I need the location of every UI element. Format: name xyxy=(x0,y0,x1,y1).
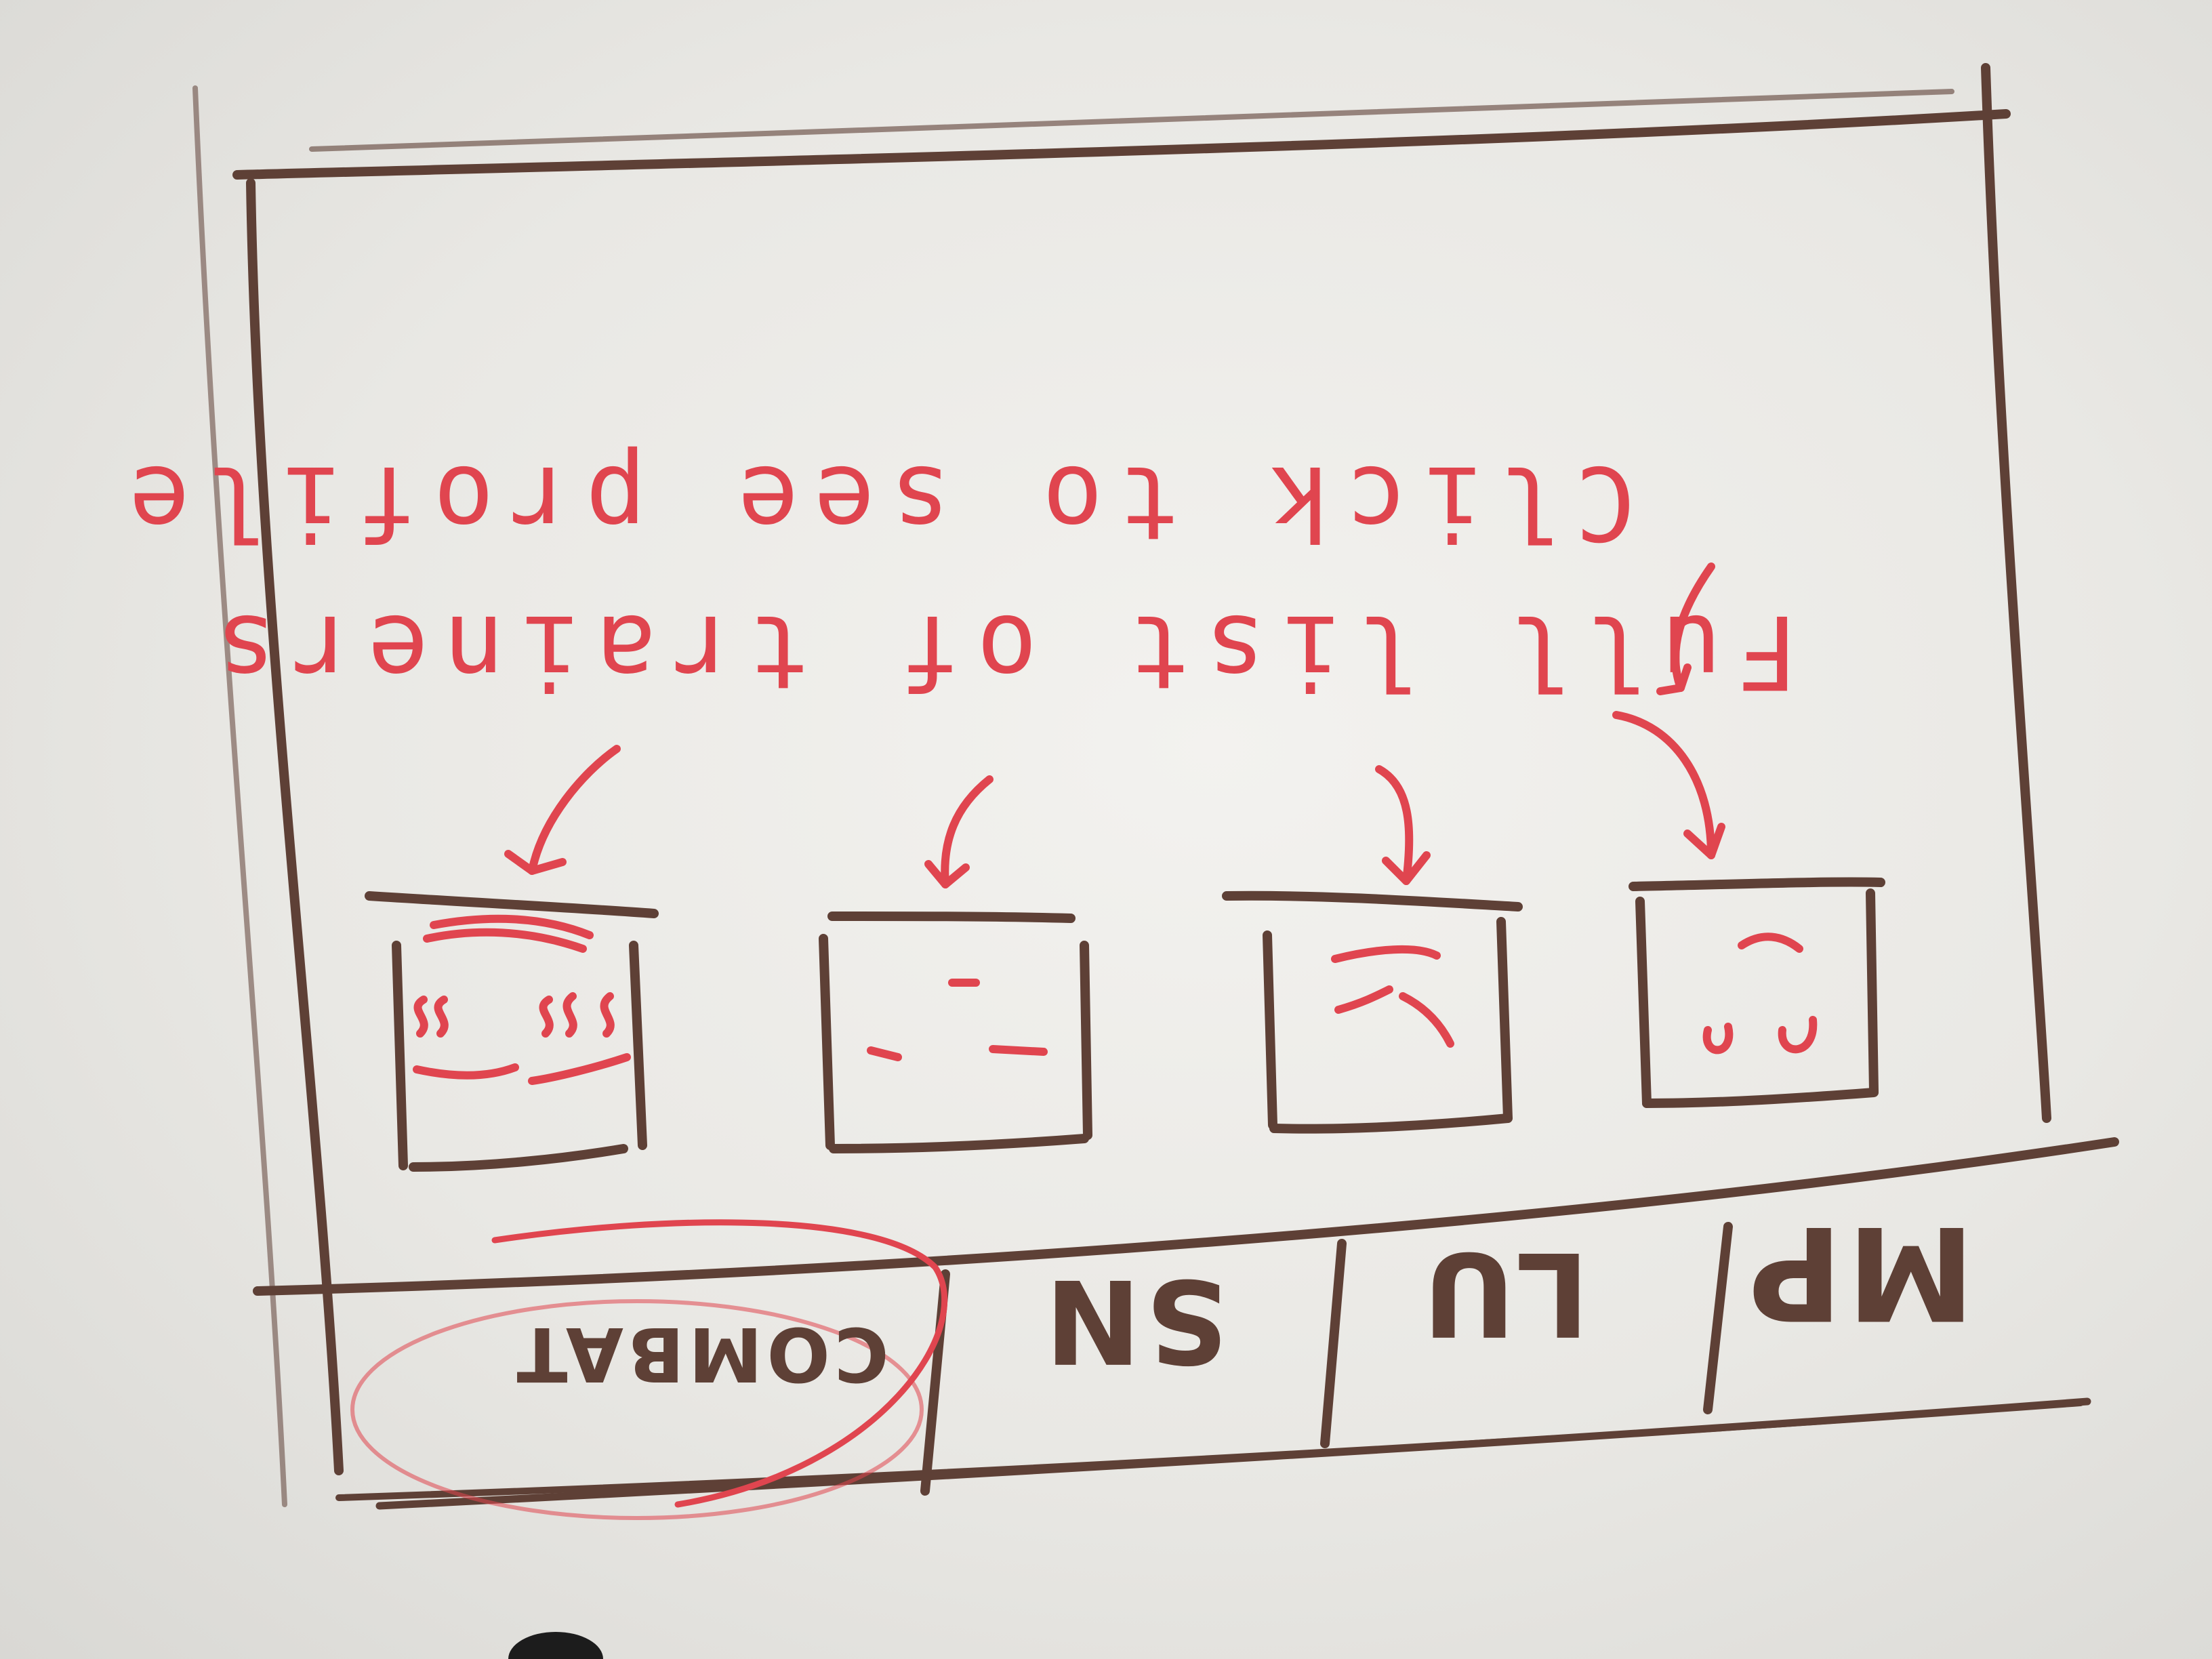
tab-lu[interactable]: LU xyxy=(1331,1226,1677,1360)
tab-mp-label: MP xyxy=(1744,1197,1975,1348)
tab-combat[interactable]: COMBAT xyxy=(464,1293,938,1415)
tab-divider-1 xyxy=(1703,1222,1733,1414)
annotation-line-2: Click to see profile xyxy=(113,443,1636,561)
face-drawing-2 xyxy=(1331,945,1454,1048)
trainer-card-1[interactable] xyxy=(1640,884,1877,1101)
tab-sn[interactable]: SN xyxy=(958,1253,1311,1387)
face-drawing-1 xyxy=(1702,933,1818,1054)
tab-lu-label: LU xyxy=(1418,1226,1590,1360)
arrow-3-head xyxy=(1382,851,1431,885)
tab-combat-label: COMBAT xyxy=(512,1311,889,1397)
frame-outer-top xyxy=(309,89,1954,152)
tab-bar-top-line xyxy=(253,1137,2119,1296)
trainer-card-outline-1 xyxy=(1629,877,1885,1108)
tab-sn-label: SN xyxy=(1040,1253,1229,1387)
active-tab-circle xyxy=(350,1299,924,1520)
frame-right-line xyxy=(1981,63,2051,1123)
annotation-line-1: Full list of trainers xyxy=(200,592,1799,710)
arrow-2-shaft xyxy=(1612,711,1715,859)
arrow-3-shaft xyxy=(1375,765,1414,885)
arrow-4-head xyxy=(924,860,970,888)
arrow-4-shaft xyxy=(941,775,994,888)
trainer-card-3[interactable] xyxy=(823,918,1088,1149)
face-drawing-3 xyxy=(867,979,1048,1061)
frame-top-line xyxy=(232,109,2011,180)
marker-cap xyxy=(508,1632,603,1659)
active-tab-circle-stroke xyxy=(491,1219,948,1508)
tab-divider-2 xyxy=(1320,1239,1347,1448)
arrow-2-head xyxy=(1683,823,1725,859)
trainer-card-2[interactable] xyxy=(1267,898,1511,1128)
arrow-5-head xyxy=(504,850,567,875)
trainer-card-4[interactable] xyxy=(396,898,647,1169)
trainer-card-outline-3 xyxy=(819,912,1092,1153)
trainer-card-outline-2 xyxy=(1222,890,1523,1134)
arrow-5-shaft xyxy=(528,745,621,875)
frame-outer-left xyxy=(192,85,287,1507)
tab-mp[interactable]: MP xyxy=(1670,1198,2049,1348)
trainer-card-outline-4 xyxy=(365,891,659,1172)
arrow-1-head xyxy=(1656,663,1692,695)
tab-bar-bottom-line xyxy=(375,1397,2091,1510)
arrow-1-shaft xyxy=(1671,562,1715,692)
face-drawing-4 xyxy=(413,914,631,1085)
